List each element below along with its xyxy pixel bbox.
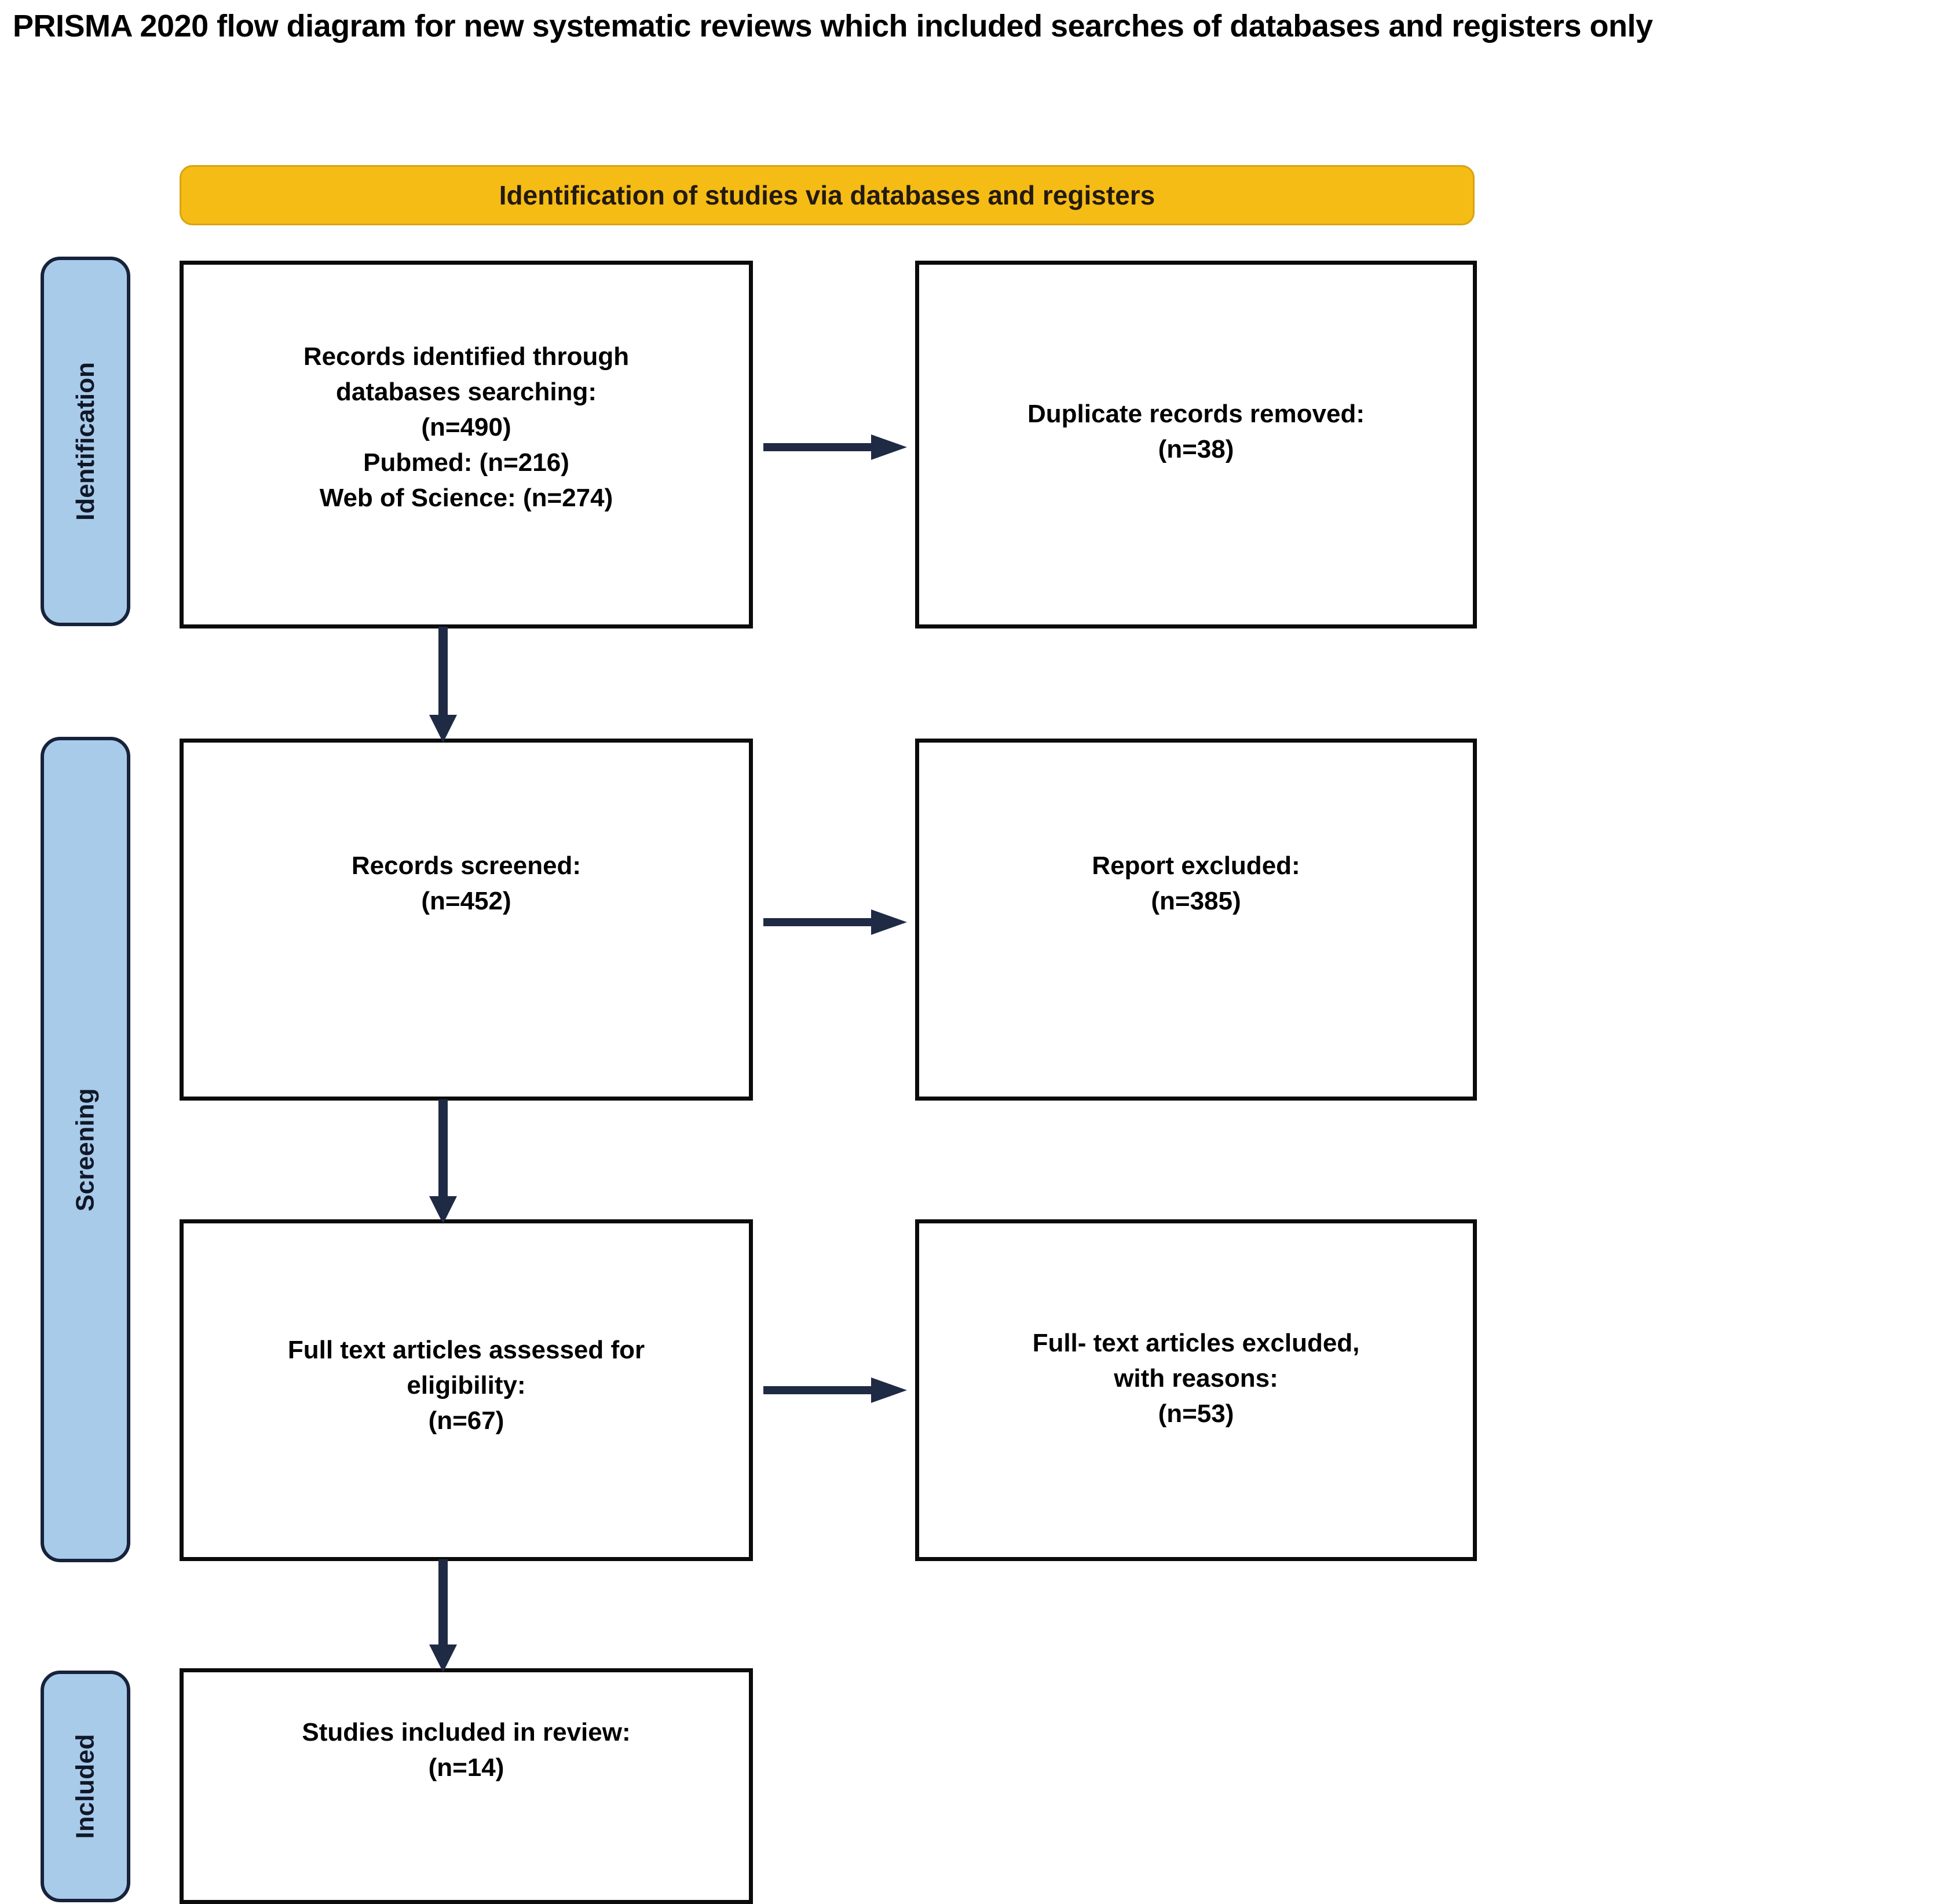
arrow-identified-to-screened bbox=[426, 627, 460, 743]
flow-line-count: (n=452) bbox=[421, 887, 511, 915]
flow-box-text-screened: Records screened: (n=452) bbox=[200, 843, 733, 924]
flow-box-records-screened: Records screened: (n=452) bbox=[180, 739, 753, 1101]
flow-line-count: (n=38) bbox=[1158, 435, 1234, 463]
flow-line: databases searching: bbox=[336, 377, 597, 406]
identification-stage-banner: Identification of studies via databases … bbox=[180, 165, 1475, 225]
flow-box-report-excluded: Report excluded: (n=385) bbox=[915, 739, 1477, 1101]
flow-box-records-identified: Records identified through databases sea… bbox=[180, 261, 753, 628]
flow-box-text-duplicates: Duplicate records removed: (n=38) bbox=[935, 392, 1457, 472]
flow-box-text-fulltext: Full text articles assessed for eligibil… bbox=[200, 1328, 733, 1443]
arrow-fulltext-to-included bbox=[426, 1559, 460, 1672]
stage-banner-label: Identification of studies via databases … bbox=[499, 180, 1155, 210]
stage-pill-label-identification: Identification bbox=[71, 362, 100, 521]
flow-box-studies-included: Studies included in review: (n=14) bbox=[180, 1668, 753, 1904]
flow-line-count: (n=14) bbox=[428, 1753, 504, 1782]
arrow-screened-to-report-excluded bbox=[763, 905, 907, 940]
stage-pill-included: Included bbox=[41, 1671, 130, 1902]
flow-line-count: (n=53) bbox=[1158, 1399, 1234, 1428]
flow-line-count: (n=385) bbox=[1151, 887, 1241, 915]
flow-line: Full text articles assessed for bbox=[287, 1336, 645, 1364]
flow-line-count: (n=490) bbox=[421, 412, 511, 441]
stage-pill-label-screening: Screening bbox=[71, 1088, 100, 1211]
arrow-screened-to-fulltext bbox=[426, 1099, 460, 1224]
flow-box-fulltext-assessed: Full text articles assessed for eligibil… bbox=[180, 1219, 753, 1561]
flow-line: Full- text articles excluded, bbox=[1032, 1329, 1360, 1357]
stage-pill-label-included: Included bbox=[71, 1734, 100, 1839]
flow-line: eligibility: bbox=[407, 1371, 526, 1399]
flow-line-source-pubmed: Pubmed: (n=216) bbox=[363, 448, 569, 477]
flow-box-fulltext-excluded: Full- text articles excluded, with reaso… bbox=[915, 1219, 1477, 1561]
flow-line: Duplicate records removed: bbox=[1027, 400, 1365, 428]
flow-line-count: (n=67) bbox=[428, 1406, 504, 1435]
flow-line: Records identified through bbox=[303, 342, 630, 371]
stage-pill-screening: Screening bbox=[41, 737, 130, 1562]
flow-box-text-included: Studies included in review: (n=14) bbox=[302, 1710, 630, 1790]
arrow-identified-to-duplicates bbox=[763, 430, 907, 465]
flow-line: Records screened: bbox=[351, 851, 581, 880]
flow-box-text-records-identified: Records identified through databases sea… bbox=[200, 334, 733, 521]
arrow-fulltext-to-fulltext-excluded bbox=[763, 1373, 907, 1408]
flow-line: Report excluded: bbox=[1092, 851, 1300, 880]
flow-line: with reasons: bbox=[1114, 1364, 1278, 1393]
flow-box-duplicate-records-removed: Duplicate records removed: (n=38) bbox=[915, 261, 1477, 628]
flow-box-text-report-excluded: Report excluded: (n=385) bbox=[935, 843, 1457, 924]
stage-pill-identification: Identification bbox=[41, 257, 130, 626]
flow-line-source-wos: Web of Science: (n=274) bbox=[319, 483, 613, 512]
flow-line: Studies included in review: bbox=[302, 1718, 631, 1746]
page-title: PRISMA 2020 flow diagram for new systema… bbox=[13, 9, 1653, 43]
flow-box-text-fulltext-excluded: Full- text articles excluded, with reaso… bbox=[935, 1321, 1457, 1437]
